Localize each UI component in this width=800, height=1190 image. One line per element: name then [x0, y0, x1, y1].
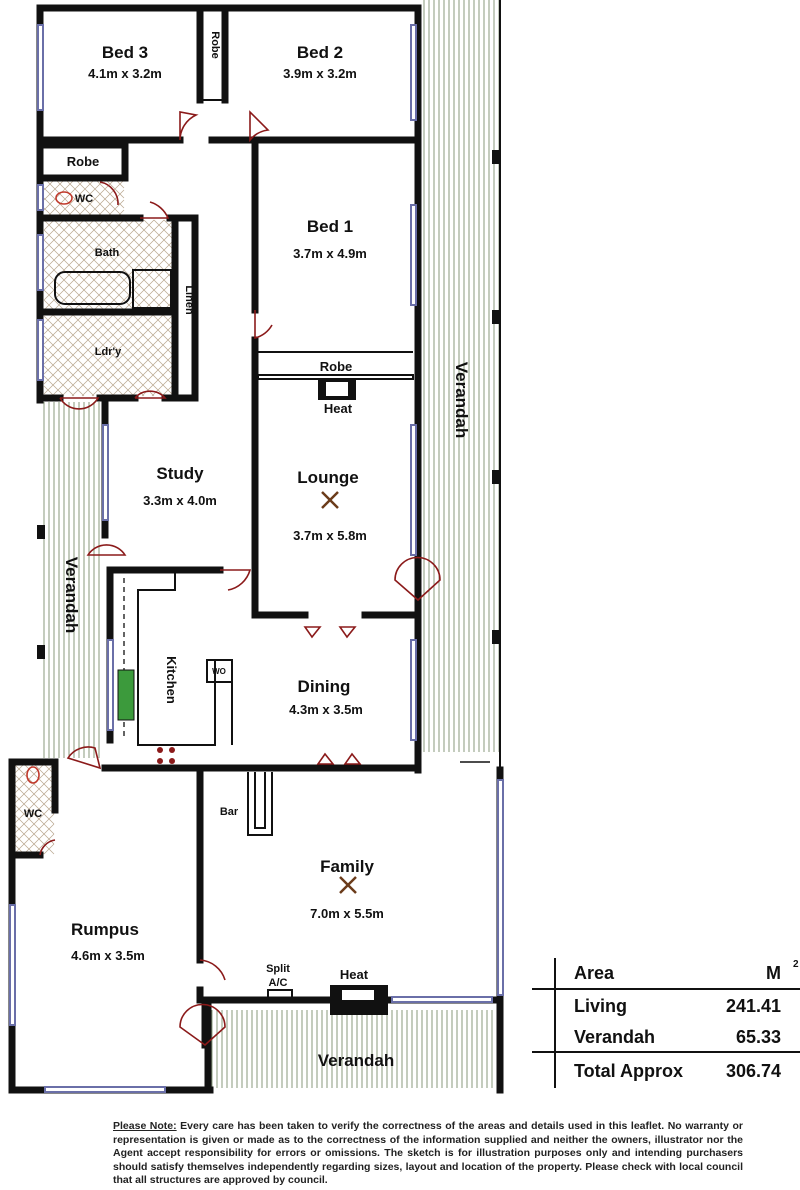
room-bath: Bath — [95, 247, 120, 259]
room-wc-bottom: WC — [24, 808, 42, 820]
area-row-value: 241.41 — [726, 996, 781, 1016]
area-row-value: 65.33 — [736, 1027, 781, 1047]
room-bed3-name: Bed 3 — [102, 43, 148, 62]
room-wc-top: WC — [75, 193, 93, 205]
windows — [9, 24, 504, 1093]
area-row-label: Verandah — [574, 1027, 655, 1047]
area-header-unit: M — [766, 963, 781, 983]
area-table: Area M 2 Living 241.41 Verandah 65.33 To… — [532, 958, 800, 1088]
disclaimer-note: Please Note: Every care has been taken t… — [113, 1120, 743, 1188]
room-dining-dims: 4.3m x 3.5m — [289, 702, 363, 717]
room-lounge-name: Lounge — [297, 468, 358, 487]
area-row-label: Living — [574, 996, 627, 1016]
room-study-name: Study — [156, 464, 204, 483]
room-bed2-dims: 3.9m x 3.2m — [283, 66, 357, 81]
room-kitchen: Kitchen — [164, 656, 179, 704]
note-title: Please Note: — [113, 1120, 177, 1132]
room-robe-left: Robe — [67, 154, 100, 169]
room-bed2-name: Bed 2 — [297, 43, 343, 62]
room-laundry: Ldr'y — [95, 346, 122, 358]
room-bar: Bar — [220, 806, 239, 818]
area-total-value: 306.74 — [726, 1061, 781, 1081]
room-bed3-dims: 4.1m x 3.2m — [88, 66, 162, 81]
area-header-unit-sup: 2 — [793, 959, 799, 970]
room-verandah-left: Verandah — [62, 557, 81, 634]
room-study-dims: 3.3m x 4.0m — [143, 493, 217, 508]
room-lounge-dims: 3.7m x 5.8m — [293, 528, 367, 543]
room-robe-top: Robe — [209, 31, 221, 59]
split-ac-label-1: Split — [266, 963, 290, 975]
room-dining-name: Dining — [298, 677, 351, 696]
note-body: Every care has been taken to verify the … — [113, 1120, 743, 1186]
lounge-heater-label: Heat — [324, 401, 353, 416]
area-total-label: Total Approx — [574, 1061, 683, 1081]
room-verandah-bottom: Verandah — [318, 1051, 395, 1070]
room-family-name: Family — [320, 857, 374, 876]
doors — [26, 110, 441, 1047]
room-linen: Linen — [183, 285, 195, 315]
area-header-label: Area — [574, 963, 615, 983]
family-heater-label: Heat — [340, 967, 369, 982]
verandah-hatching — [37, 0, 501, 1088]
split-ac-label-2: A/C — [269, 977, 288, 989]
room-rumpus-dims: 4.6m x 3.5m — [71, 948, 145, 963]
wall-oven-label: WO — [212, 667, 226, 676]
room-family-dims: 7.0m x 5.5m — [310, 906, 384, 921]
room-robe-bed1: Robe — [320, 359, 353, 374]
room-verandah-right: Verandah — [452, 362, 471, 439]
room-bed1-dims: 3.7m x 4.9m — [293, 246, 367, 261]
room-rumpus-name: Rumpus — [71, 920, 139, 939]
room-bed1-name: Bed 1 — [307, 217, 353, 236]
ceiling-fan-icon — [321, 491, 357, 894]
